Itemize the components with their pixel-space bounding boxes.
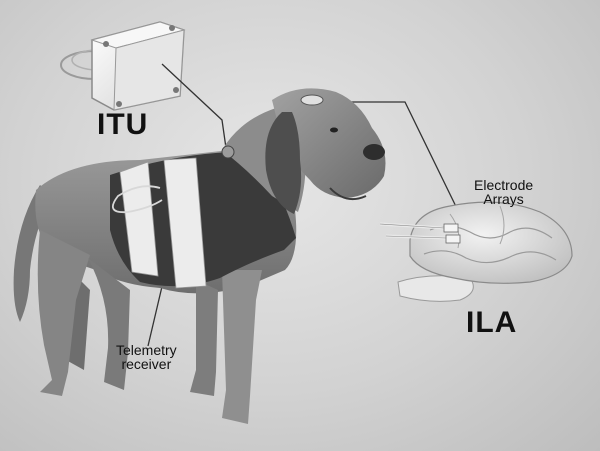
- dog: [13, 88, 386, 424]
- itu-screw-icon: [116, 101, 122, 107]
- vest-strap-front: [163, 157, 207, 289]
- dog-front-leg-near: [222, 270, 262, 424]
- ila-label: ILA: [466, 306, 518, 339]
- itu-leader-line: [161, 63, 227, 149]
- dog-eye-icon: [330, 127, 338, 133]
- electrode-arrays-label: Electrode Arrays: [474, 178, 533, 206]
- itu-screw-icon: [169, 25, 175, 31]
- vest-connector-icon: [221, 145, 235, 159]
- brain: [379, 201, 573, 302]
- dog-front-leg-far: [190, 280, 218, 396]
- itu-screw-icon: [103, 41, 109, 47]
- dog-nose-icon: [363, 144, 385, 160]
- dog-head: [272, 88, 386, 198]
- electrode-pad-icon: [445, 234, 461, 244]
- brain-stem: [397, 275, 474, 302]
- receiver-wire: [111, 185, 163, 214]
- brain-cortex: [409, 201, 573, 284]
- head-implant-icon: [300, 94, 324, 106]
- dog-vest: [110, 152, 296, 287]
- electrode-label-line2: Arrays: [483, 191, 524, 207]
- electrode-array-edge: [379, 223, 445, 229]
- brain-fold: [499, 205, 505, 245]
- electrode-pad-icon: [443, 223, 459, 233]
- electrode-label-line1: Electrode: [474, 177, 534, 193]
- dog-ear: [265, 112, 302, 214]
- itu-label: ITU: [97, 108, 149, 141]
- dog-mouth: [329, 187, 367, 201]
- itu-screw-icon: [173, 87, 179, 93]
- electrode-array-edge: [385, 235, 447, 239]
- dog-hind-leg: [37, 230, 90, 396]
- dog-hind-leg-near: [88, 258, 130, 390]
- telemetry-receiver-label: Telemetry receiver: [116, 343, 177, 371]
- itu-box-face: [113, 29, 185, 111]
- telemetry-label-line1: Telemetry: [116, 342, 177, 358]
- brain-fold: [423, 250, 557, 264]
- dog-tail: [13, 185, 53, 322]
- telemetry-label-line2: receiver: [121, 356, 172, 372]
- itu-device: [60, 21, 186, 111]
